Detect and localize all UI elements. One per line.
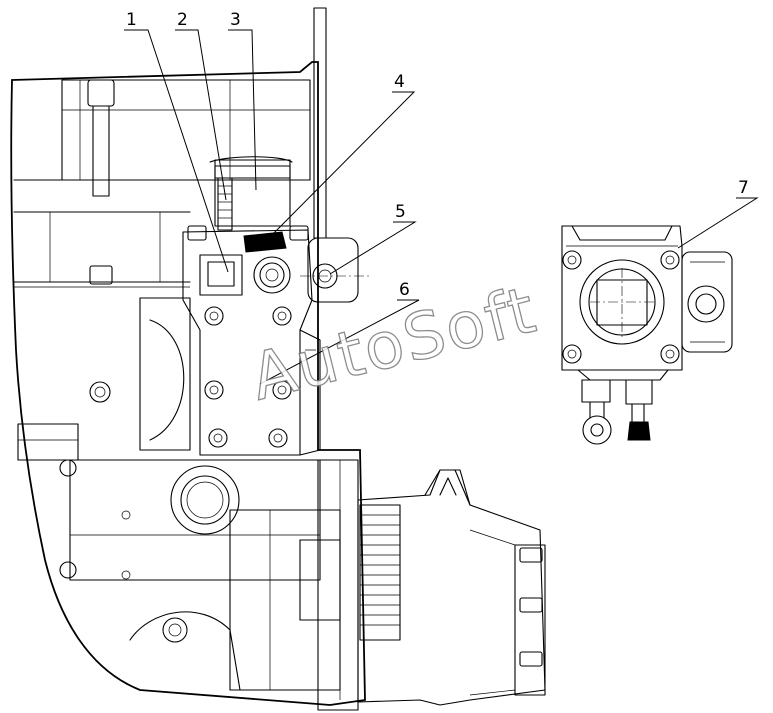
callout-4: 4	[394, 72, 405, 92]
callout-6: 6	[399, 280, 410, 300]
callout-3: 3	[230, 10, 241, 30]
callout-2: 2	[177, 10, 188, 30]
engine-block	[10, 61, 366, 711]
callout-1: 1	[126, 10, 137, 30]
callout-7: 7	[738, 178, 749, 198]
autosoft-watermark: AutoSoft	[244, 273, 544, 415]
callout-leaders	[124, 29, 759, 385]
callout-labels: 1 2 3 4 5 6 7	[126, 10, 749, 300]
detail-view	[561, 225, 733, 445]
pulley-assembly	[357, 469, 546, 706]
valve-bolts	[204, 306, 292, 448]
callout-5: 5	[395, 202, 406, 222]
valve-assembly	[182, 7, 372, 456]
